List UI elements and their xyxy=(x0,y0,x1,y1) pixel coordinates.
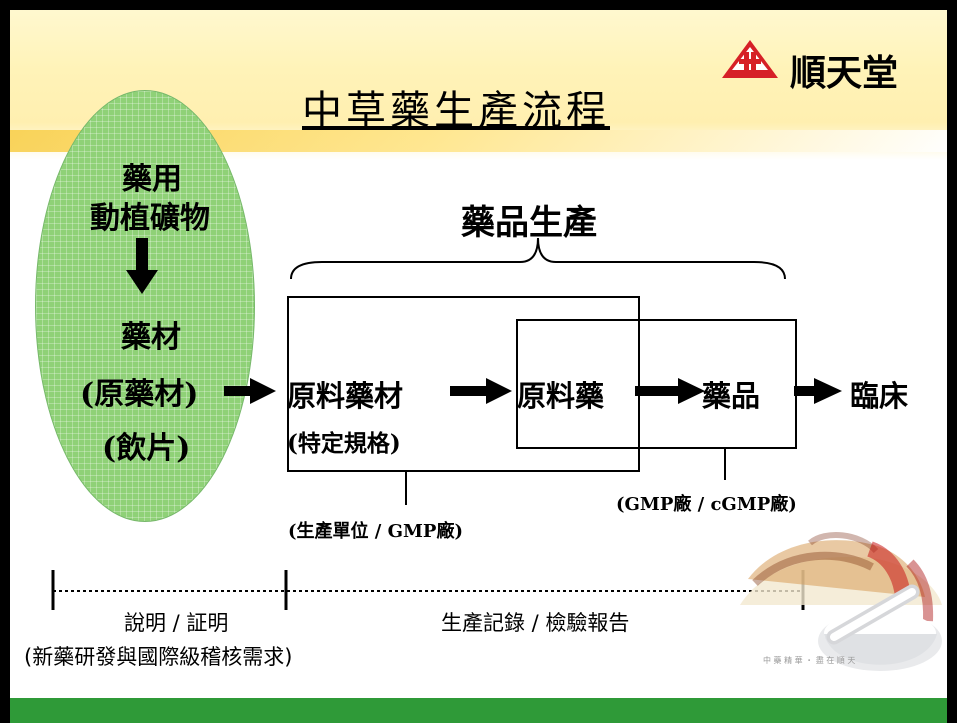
page-title: 中草藥生產流程 xyxy=(302,88,610,134)
oval-line-2: 動植礦物 xyxy=(90,201,210,236)
oval-line-5: (飲片) xyxy=(102,431,191,466)
oval-line-1: 藥用 xyxy=(122,162,182,197)
factory-note: (GMP廠 / cGMP廠) xyxy=(616,494,797,515)
brace xyxy=(290,237,786,280)
logo-text: 順天堂 xyxy=(790,52,899,94)
raw-drug-label: 原料藥 xyxy=(517,379,605,413)
raw-materials-label: 原料藥材 xyxy=(287,379,404,413)
bottom-band xyxy=(0,698,957,723)
raw-drug-box xyxy=(516,319,797,449)
oval-line-3: 藥材 xyxy=(121,320,181,355)
raw-materials-box xyxy=(287,296,640,472)
down-arrow-shaft xyxy=(136,238,148,273)
clinical-label: 臨床 xyxy=(850,379,909,413)
flow-arrows xyxy=(224,378,842,404)
timeline-left-subtitle: (新藥研發與國際級稽核需求) xyxy=(24,645,293,669)
gold-stripe xyxy=(10,130,947,152)
material-oval xyxy=(35,90,255,522)
raw-spec-label: (特定規格) xyxy=(287,430,401,457)
herbal-mortar-image xyxy=(740,532,942,671)
timeline-right-label: 生產記錄 / 檢驗報告 xyxy=(441,611,630,635)
down-arrow-head xyxy=(126,270,158,294)
slogan: 中 藥 精 華 ・ 盡 在 順 天 xyxy=(763,656,856,665)
timeline-left-label: 說明 / 証明 xyxy=(124,611,229,635)
oval-line-4: (原藥材) xyxy=(80,377,199,412)
logo-icon xyxy=(720,38,780,89)
drug-label: 藥品 xyxy=(702,379,761,413)
production-unit-note: (生產單位 / GMP廠) xyxy=(288,521,463,542)
production-label: 藥品生產 xyxy=(461,203,597,243)
